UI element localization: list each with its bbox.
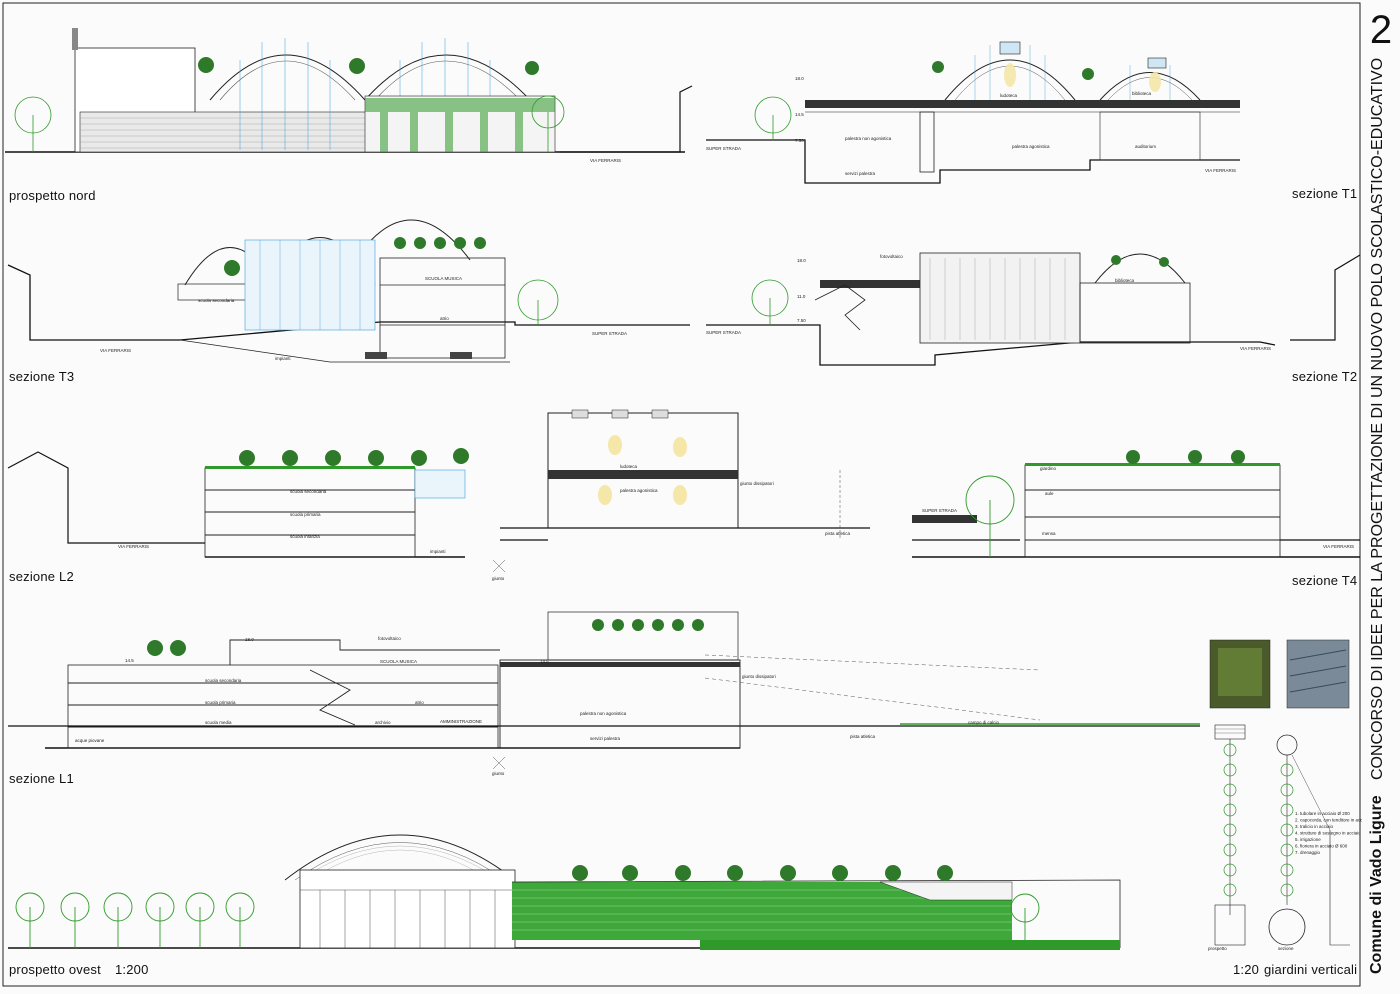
- via-ferraris-label-3: VIA FERRARIS: [100, 348, 131, 353]
- drawing-canvas: VIA FERRARIS SUPER STRADA palestra non a…: [2, 2, 1371, 987]
- t1-palestra-non-agonistica: palestra non agonistica: [845, 136, 892, 141]
- label-prospetto-ovest: prospetto ovest: [9, 962, 101, 977]
- t3-scuola-secondaria: scuola secondaria: [198, 298, 235, 303]
- super-strada-label-4: SUPER STRADA: [922, 508, 957, 513]
- l2-pista-atletica: pista atletica: [825, 531, 851, 536]
- label-scale-main: 1:200: [115, 962, 149, 977]
- l1-scuola-media: scuola media: [205, 720, 232, 725]
- label-sezione-l2: sezione L2: [9, 569, 74, 584]
- sezione-t2-drawing: fotovoltaico biblioteca SUPER STRADA VIA…: [706, 252, 1361, 366]
- legend-item: 4. strutture di sostegno in acciaio: [1295, 831, 1361, 836]
- l1-giunto: giunto: [492, 771, 505, 776]
- via-ferraris-label-2: VIA FERRARIS: [1205, 168, 1236, 173]
- t1-level-145: 14.5: [795, 112, 804, 117]
- detail-sezione: sezione: [1278, 946, 1294, 951]
- l1-pista-atletica: pista atletica: [850, 734, 876, 739]
- l2-scuola-secondaria: scuola secondaria: [290, 489, 327, 494]
- l1-level-18: 18.0: [245, 637, 254, 642]
- label-prospetto-nord: prospetto nord: [9, 188, 96, 203]
- l2-giunto: giunto: [492, 576, 505, 581]
- t4-mensa: mensa: [1042, 531, 1056, 536]
- legend-item: 1. tubolare in acciaio Ø 200: [1295, 811, 1350, 816]
- super-strada-label-2: SUPER STRADA: [592, 331, 627, 336]
- l1-level-145b: 14.5: [540, 659, 549, 664]
- label-sezione-t3: sezione T3: [9, 369, 75, 384]
- title-strip: 2 CONCORSO DI IDEE PER LA PROGETTAZIONE …: [1362, 0, 1400, 989]
- t1-biblioteca: biblioteca: [1132, 91, 1152, 96]
- t4-aule: aule: [1045, 491, 1054, 496]
- t1-level-75: 7.50: [795, 138, 804, 143]
- sheet-number: 2: [1369, 8, 1393, 52]
- t3-atrio: atrio: [440, 316, 449, 321]
- l1-acque-piovane: acque piovane: [75, 738, 105, 743]
- sezione-l1-drawing: 18.0 14.5 fotovoltaico SCUOLA MUSICA scu…: [8, 611, 1200, 776]
- l2-palestra-agonistica: palestra agonistica: [620, 488, 658, 493]
- l2-scuola-primaria: scuola primaria: [290, 512, 321, 517]
- t1-palestra-agonistica: palestra agonistica: [1012, 144, 1050, 149]
- l1-scuola-primaria: scuola primaria: [205, 700, 236, 705]
- l1-scuola-secondaria: scuola secondaria: [205, 678, 242, 683]
- t1-level-18: 18.0: [795, 76, 804, 81]
- legend-item: 6. fioriera in acciaio Ø 600: [1295, 844, 1348, 849]
- super-strada-label-1: SUPER STRADA: [706, 146, 741, 151]
- prospetto-ovest-drawing: [8, 834, 1121, 950]
- l2-scuola-infanzia: scuola infanzia: [290, 534, 320, 539]
- t1-servizi-palestra: servizi palestra: [845, 171, 876, 176]
- sezione-t4-drawing: SUPER STRADA giardino aule mensa VIA FER…: [912, 450, 1360, 558]
- label-sezione-t1: sezione T1: [1292, 186, 1358, 201]
- t1-auditorium: auditorium: [1135, 144, 1156, 149]
- via-ferraris-label-1: VIA FERRARIS: [590, 158, 621, 163]
- label-scale-detail: 1:20: [1233, 962, 1260, 977]
- t3-scuola-musica: SCUOLA MUSICA: [425, 276, 462, 281]
- t4-giardino: giardino: [1040, 466, 1057, 471]
- l1-campo-calcio: campo di calcio: [968, 720, 1000, 725]
- l1-fotovoltaico: fotovoltaico: [378, 636, 401, 641]
- l1-atrio: atrio: [415, 700, 424, 705]
- label-giardini-verticali: giardini verticali: [1264, 962, 1358, 977]
- l1-scuola-musica: SCUOLA MUSICA: [380, 659, 417, 664]
- detail-prospetto: prospetto: [1208, 946, 1227, 951]
- label-sezione-t4: sezione T4: [1292, 573, 1358, 588]
- super-strada-label-3: SUPER STRADA: [706, 330, 741, 335]
- l2-ludoteca: ludoteca: [620, 464, 638, 469]
- label-sezione-t2: sezione T2: [1292, 369, 1358, 384]
- l1-archivio: archivio: [375, 720, 391, 725]
- legend-item: 5. irrigazione: [1295, 837, 1321, 842]
- l2-giunto-dissipatori: giunto dissipatori: [740, 481, 774, 486]
- label-sezione-l1: sezione L1: [9, 771, 74, 786]
- l1-palestra: palestra non agonistica: [580, 711, 627, 716]
- prospetto-nord-drawing: VIA FERRARIS: [5, 28, 693, 163]
- legend-item: 2. capocorda, con tenditore in acciaio: [1295, 818, 1362, 823]
- t2-level-11: 11.0: [797, 294, 806, 299]
- via-ferraris-label-4: VIA FERRARIS: [1240, 346, 1271, 351]
- municipality-name: Comune di Vado Ligure: [1368, 795, 1385, 974]
- t1-ludoteca: ludoteca: [1000, 93, 1018, 98]
- l1-level-145: 14.5: [125, 658, 134, 663]
- t2-fotovoltaico: fotovoltaico: [880, 254, 903, 259]
- l2-impianti: impianti: [430, 549, 446, 554]
- vertical-garden-detail: prospetto sezione 1. tubolare in acciaio…: [1208, 724, 1370, 951]
- t2-level-18: 18.0: [797, 258, 806, 263]
- sezione-l2-drawing: scuola secondaria scuola primaria scuola…: [7, 409, 870, 581]
- via-ferraris-label-6: VIA FERRARIS: [1323, 544, 1354, 549]
- t2-level-75: 7.50: [797, 318, 806, 323]
- l1-servizi-palestra: servizi palestra: [590, 736, 621, 741]
- legend-item: 3. tralicio in acciaio: [1295, 824, 1334, 829]
- legend-item: 7. drenaggio: [1295, 850, 1321, 855]
- sezione-t1-drawing: SUPER STRADA palestra non agonistica pal…: [706, 41, 1240, 184]
- l1-giunto-dissipatori: giunto dissipatori: [742, 674, 776, 679]
- t3-impianti: impianti: [275, 356, 291, 361]
- sheet-title: CONCORSO DI IDEE PER LA PROGETTAZIONE DI…: [1369, 57, 1386, 780]
- t2-biblioteca: biblioteca: [1115, 278, 1135, 283]
- vertical-garden-photos: [1209, 639, 1350, 709]
- l1-amministrazione: AMMINISTRAZIONE: [440, 719, 482, 724]
- detail-legend: 1. tubolare in acciaio Ø 200 2. capocorda…: [1295, 811, 1370, 855]
- sezione-t3-drawing: scuola secondaria SCUOLA MUSICA atrio im…: [7, 219, 690, 363]
- via-ferraris-label-5: VIA FERRARIS: [118, 544, 149, 549]
